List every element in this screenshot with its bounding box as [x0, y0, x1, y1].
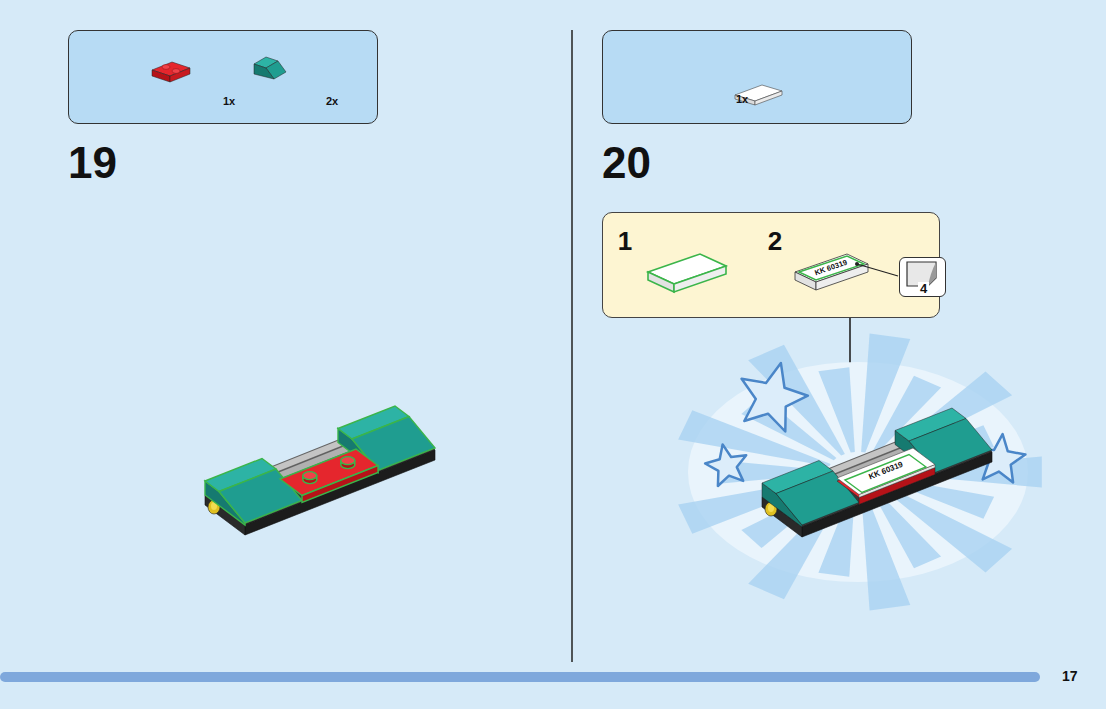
sticker-sheet-number: 4 — [918, 282, 929, 295]
sticker-sheet-icon: 4 — [899, 257, 946, 297]
star-outline — [705, 444, 746, 486]
page-number: 17 — [1062, 669, 1078, 683]
burst-ray — [818, 367, 855, 452]
parts-box: 1x 2x — [68, 30, 378, 124]
step-number: 19 — [68, 141, 117, 185]
step-number: 20 — [602, 141, 651, 185]
part-quantity: 1x — [736, 94, 748, 105]
substep-number: 1 — [618, 228, 632, 254]
substep-number: 2 — [768, 228, 782, 254]
star-outline — [742, 363, 808, 431]
parts-box: 1x — [602, 30, 912, 124]
part-quantity: 1x — [223, 96, 235, 107]
part-quantity: 2x — [326, 96, 338, 107]
substep-callout-box: 1 2 4 — [602, 212, 940, 318]
